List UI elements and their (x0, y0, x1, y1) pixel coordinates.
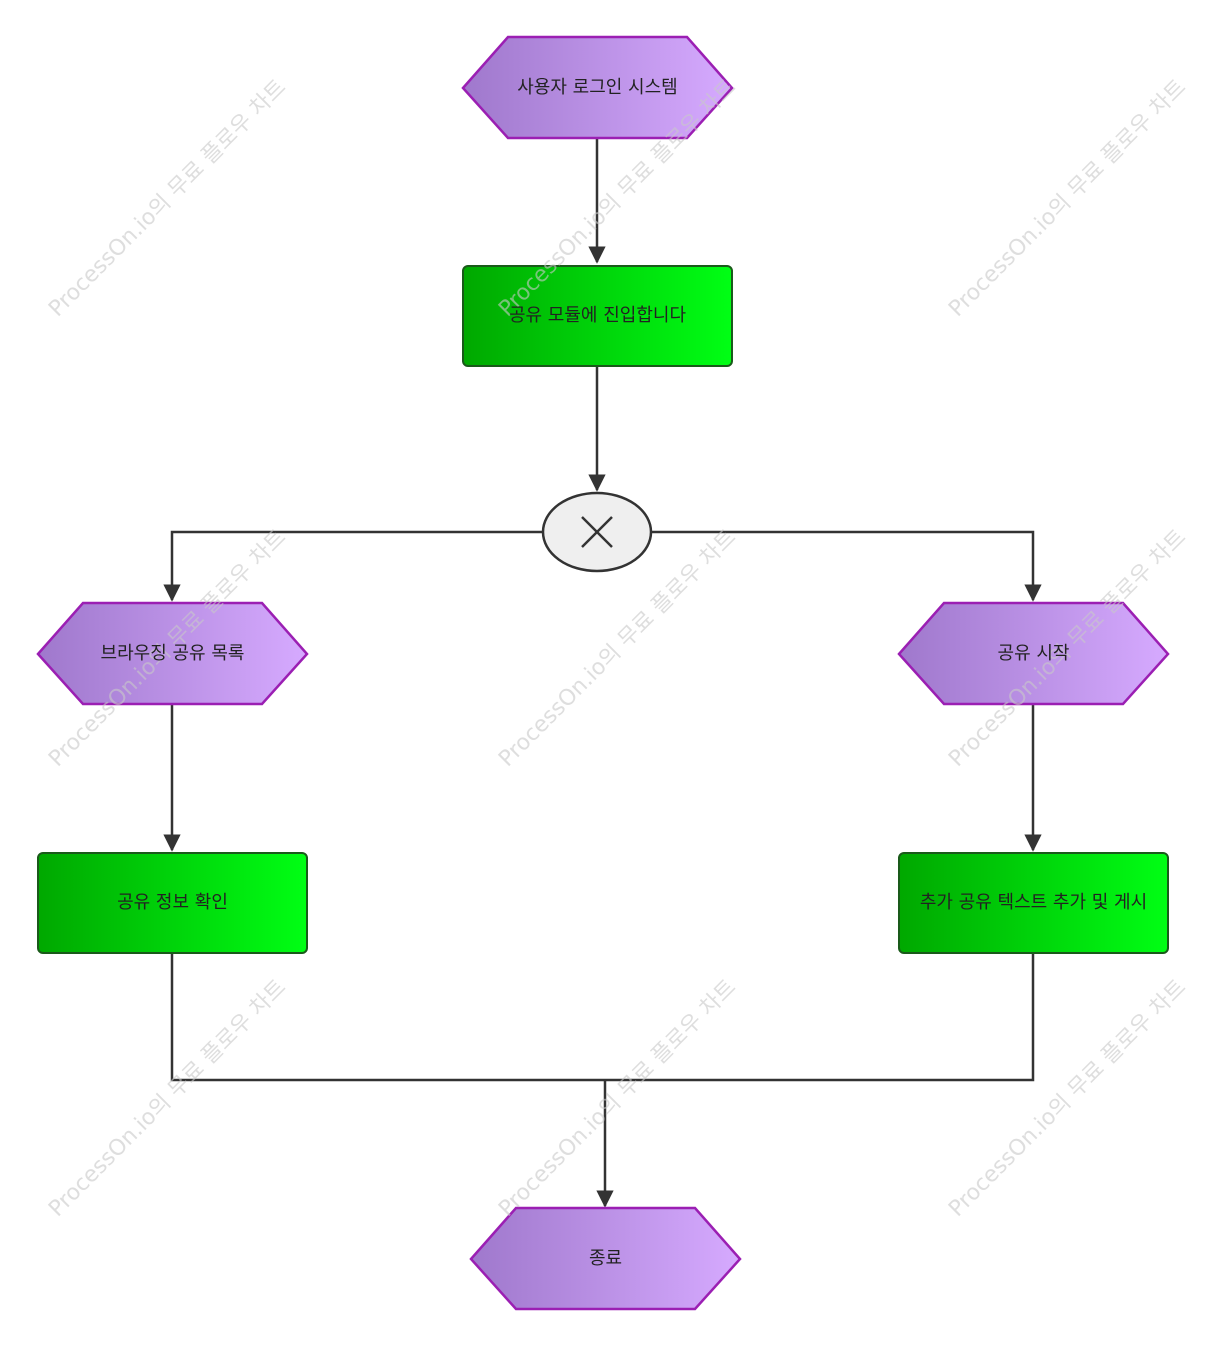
exclusive-gateway[interactable] (541, 491, 653, 573)
enter-module-node-label: 공유 모듈에 진입합니다 (508, 305, 687, 327)
browse-list-node-shape[interactable] (36, 601, 309, 706)
edge-check-to-merge (170, 953, 1035, 1082)
end-node-label: 종료 (588, 1247, 623, 1269)
add-text-post-node-shape[interactable] (898, 852, 1169, 954)
add-text-post-node-label: 추가 공유 텍스트 추가 및 게시 (919, 892, 1148, 914)
start-share-node-shape[interactable] (897, 601, 1170, 706)
enter-module-node-shape[interactable] (462, 265, 733, 367)
start-node-label: 사용자 로그인 시스템 (517, 76, 678, 98)
gateway-x-icon-stroke (581, 516, 613, 548)
check-info-node-shape[interactable] (37, 852, 308, 954)
edge-gateway-to-browse (163, 530, 543, 602)
start-share-node-label: 공유 시작 (997, 642, 1070, 664)
start-node-shape[interactable] (461, 35, 734, 140)
check-info-node-label: 공유 정보 확인 (117, 892, 228, 914)
browse-list-node-label: 브라우징 공유 목록 (100, 642, 245, 664)
connectors (163, 138, 1042, 1208)
end-node-shape[interactable] (469, 1206, 742, 1311)
edge-gateway-to-start-share (651, 530, 1042, 602)
